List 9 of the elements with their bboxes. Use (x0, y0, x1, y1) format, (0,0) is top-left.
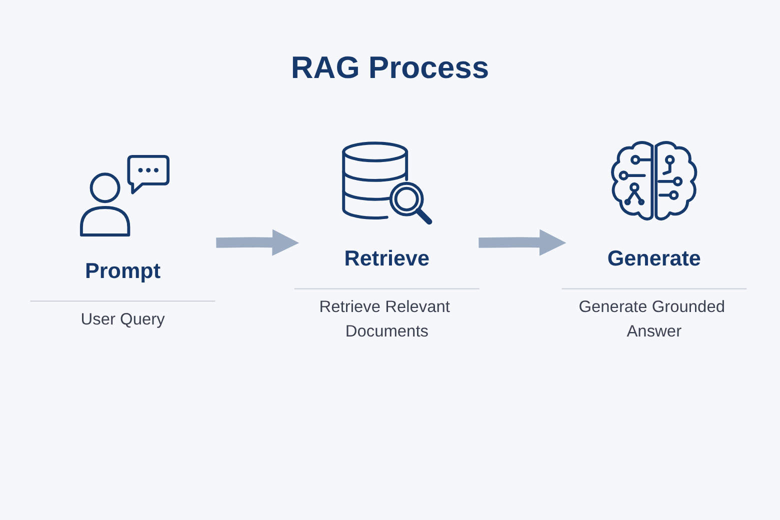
node-label: Retrieve (344, 247, 430, 271)
node-label: Retrieve Relevant Documents (319, 298, 450, 340)
node-label: User Query (80, 310, 165, 328)
node-label: Generate (607, 247, 701, 271)
arrow (216, 229, 300, 256)
arrow (478, 229, 566, 256)
node-label: Generate Grounded Answer (578, 298, 725, 340)
node-label: Prompt (85, 260, 161, 284)
diagram-title: RAG Process (290, 50, 490, 85)
